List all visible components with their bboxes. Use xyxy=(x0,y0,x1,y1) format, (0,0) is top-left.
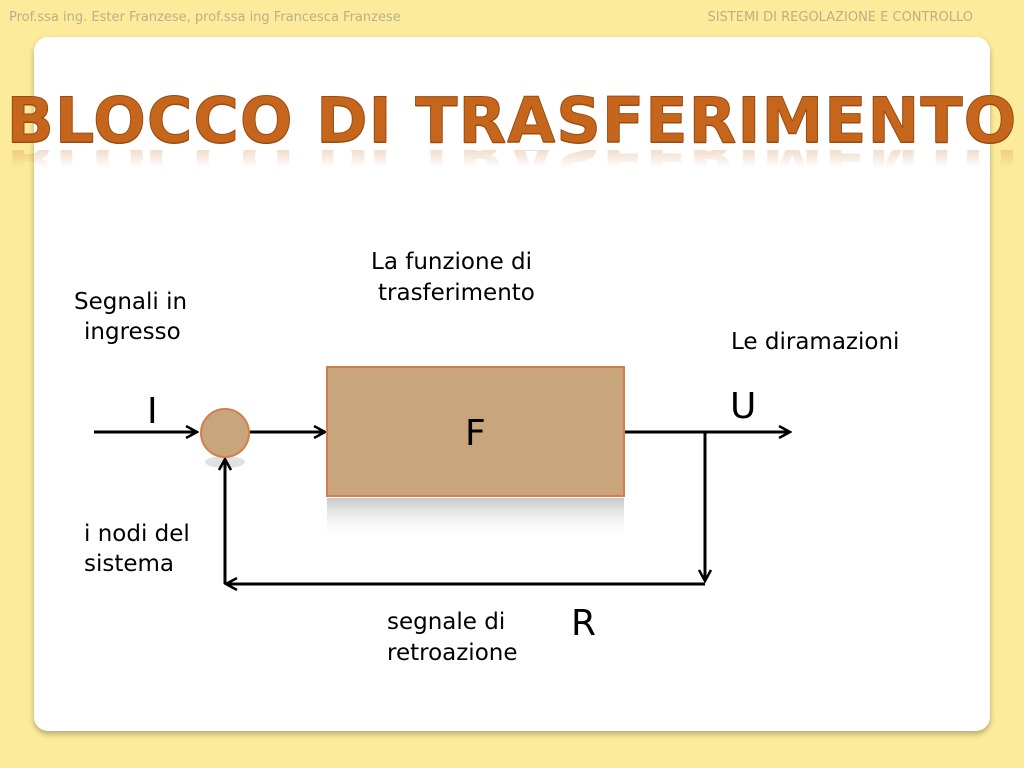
label-nodes-1: i nodi del xyxy=(84,521,190,547)
summing-node xyxy=(200,408,250,458)
label-branches: Le diramazioni xyxy=(731,329,900,355)
label-transfer-function-2: trasferimento xyxy=(378,280,535,306)
symbol-feedback: R xyxy=(571,603,597,644)
label-transfer-function-1: La funzione di xyxy=(371,249,533,275)
slide-title-wrap: BLOCCO DI TRASFERIMENTO xyxy=(0,84,1024,157)
block-reflection xyxy=(327,498,624,540)
symbol-output: U xyxy=(730,386,757,427)
slide-title: BLOCCO DI TRASFERIMENTO xyxy=(6,84,1018,157)
label-input-signals-2: ingresso xyxy=(84,319,181,345)
label-feedback-1: segnale di xyxy=(387,609,506,635)
label-input-signals-1: Segnali in xyxy=(74,289,188,315)
block-label: F xyxy=(465,413,486,454)
transfer-block xyxy=(326,366,625,497)
label-feedback-2: retroazione xyxy=(387,640,518,666)
header-course: SISTEMI DI REGOLAZIONE E CONTROLLO xyxy=(707,10,973,25)
label-nodes-2: sistema xyxy=(84,551,175,577)
symbol-input: I xyxy=(147,391,158,432)
header-authors: Prof.ssa ing. Ester Franzese, prof.ssa i… xyxy=(9,10,401,25)
